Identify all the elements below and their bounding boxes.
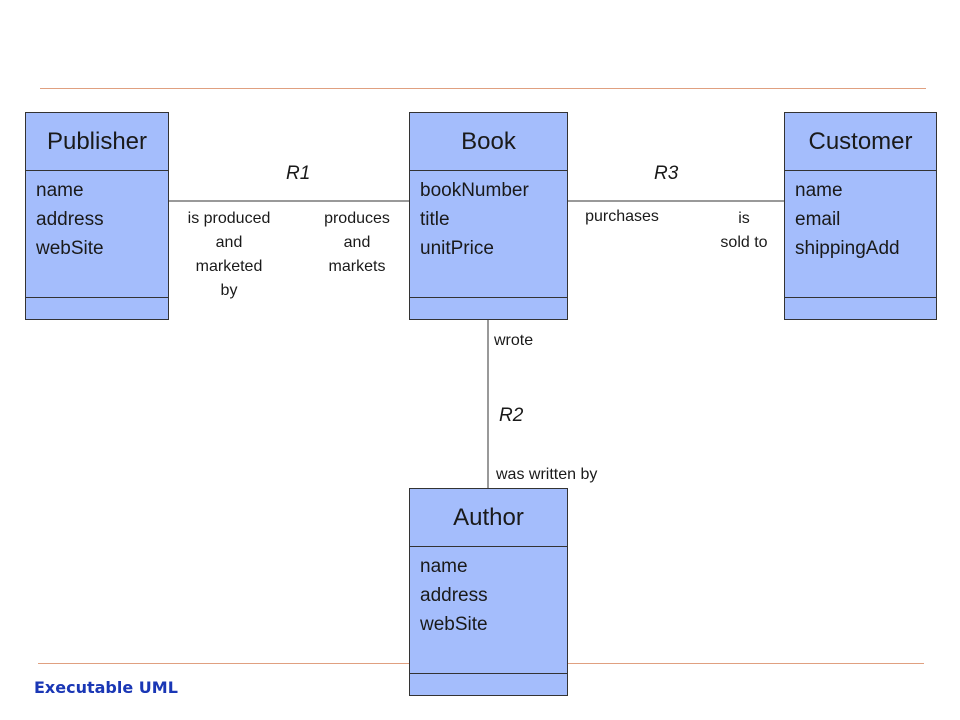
- book-class[interactable]: Book bookNumber title unitPrice: [409, 112, 568, 320]
- customer-attributes: name email shippingAdd: [785, 170, 936, 298]
- customer-attr-email: email: [795, 209, 841, 230]
- top-divider: [40, 88, 926, 89]
- publisher-class-name: Publisher: [26, 113, 168, 171]
- customer-class-name: Customer: [785, 113, 936, 171]
- customer-attr-name: name: [795, 180, 843, 201]
- customer-class[interactable]: Customer name email shippingAdd: [784, 112, 937, 320]
- author-attr-address: address: [420, 585, 488, 606]
- r1-book-end-phrase: produces and markets: [324, 210, 390, 275]
- customer-attr-shippingadd: shippingAdd: [795, 238, 900, 259]
- author-attributes: name address webSite: [410, 546, 567, 674]
- publisher-class[interactable]: Publisher name address webSite: [25, 112, 169, 320]
- r3-name: R3: [654, 163, 679, 184]
- r2-author-end-phrase: was written by: [496, 466, 598, 483]
- author-class-name: Author: [410, 489, 567, 547]
- r2-name: R2: [499, 405, 524, 426]
- book-attr-title: title: [420, 209, 450, 230]
- book-attr-unitprice: unitPrice: [420, 238, 494, 259]
- r2-book-end-phrase: wrote: [494, 332, 534, 349]
- r3-customer-end-phrase: is sold to: [720, 210, 768, 251]
- publisher-attr-address: address: [36, 209, 104, 230]
- author-attr-name: name: [420, 556, 468, 577]
- book-class-name: Book: [410, 113, 567, 171]
- book-attr-booknumber: bookNumber: [420, 180, 529, 201]
- publisher-attributes: name address webSite: [26, 170, 168, 298]
- publisher-attr-name: name: [36, 180, 84, 201]
- publisher-attr-website: webSite: [36, 238, 104, 259]
- r1-name: R1: [286, 163, 311, 184]
- r1-publisher-end-phrase: is produced and marketed by: [187, 210, 271, 299]
- author-attr-website: webSite: [420, 614, 488, 635]
- footer-title: Executable UML: [34, 678, 178, 697]
- author-class[interactable]: Author name address webSite: [409, 488, 568, 696]
- book-attributes: bookNumber title unitPrice: [410, 170, 567, 298]
- r3-book-end-phrase: purchases: [585, 208, 659, 225]
